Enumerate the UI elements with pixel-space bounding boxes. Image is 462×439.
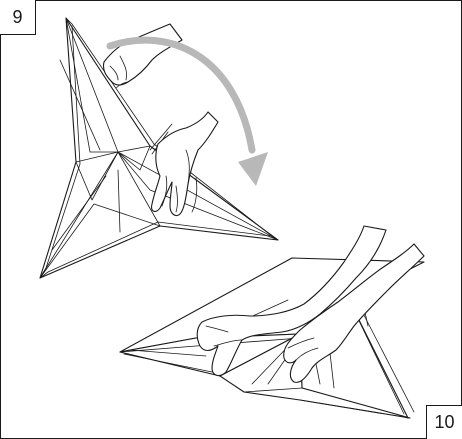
step-number-9: 9: [0, 0, 36, 35]
step-number-10: 10: [426, 405, 462, 439]
hand-mid-step-9: [152, 112, 218, 216]
hand-top-step-9: [103, 24, 182, 88]
